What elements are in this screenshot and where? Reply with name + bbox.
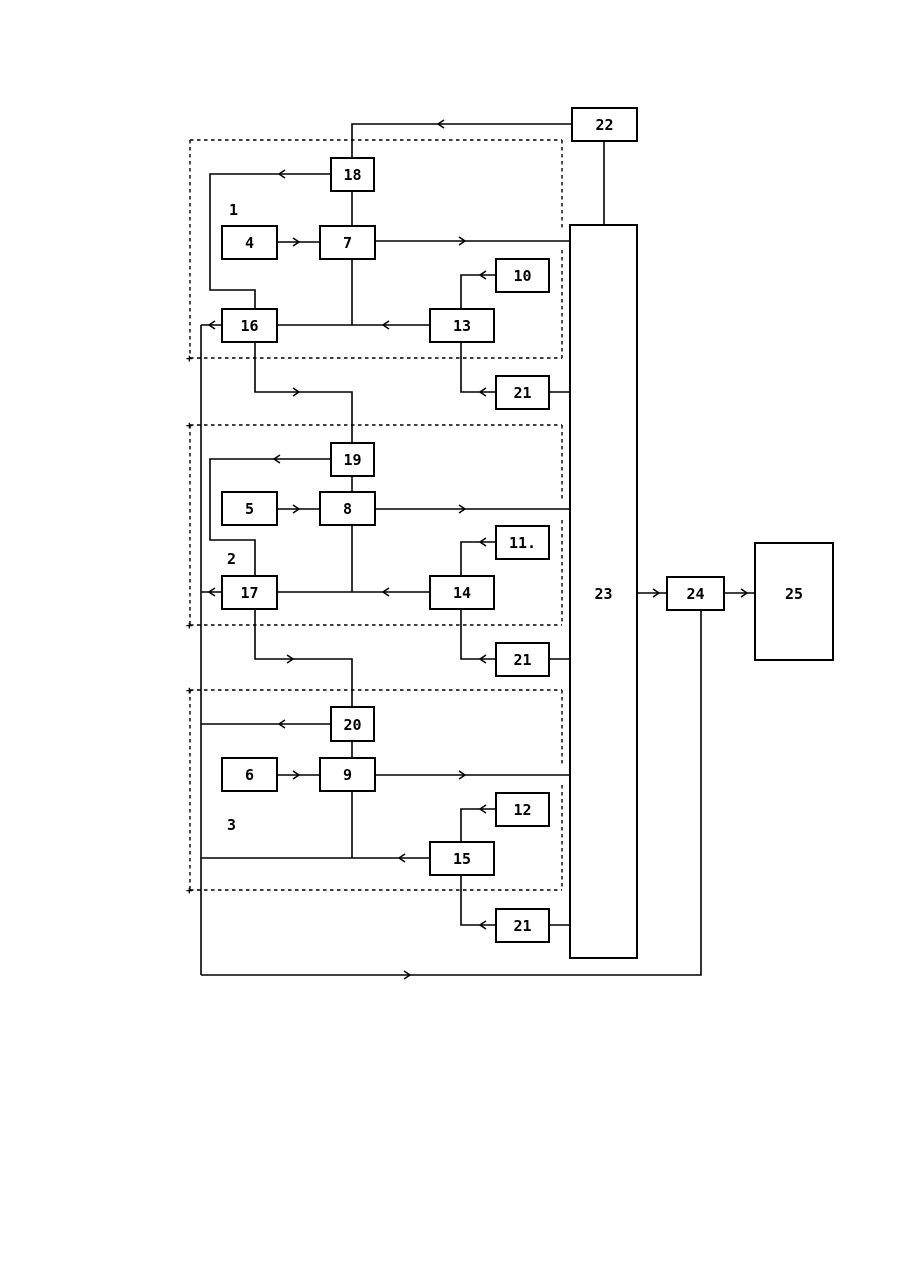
block-18: 18 — [331, 158, 374, 191]
svg-text:5: 5 — [245, 500, 254, 518]
svg-text:23: 23 — [594, 585, 612, 603]
group-label-2: 2 — [227, 550, 236, 568]
svg-text:21: 21 — [513, 917, 531, 935]
svg-text:6: 6 — [245, 766, 254, 784]
plus-marker: + — [186, 419, 193, 432]
blocks: 22 18 4 7 10 16 13 21 — [222, 108, 833, 958]
svg-text:21: 21 — [513, 384, 531, 402]
block-11: 11. — [496, 526, 549, 559]
svg-text:11.: 11. — [509, 534, 536, 552]
svg-text:17: 17 — [240, 584, 258, 602]
block-17: 17 — [222, 576, 277, 609]
svg-text:9: 9 — [343, 766, 352, 784]
block-14: 14 — [430, 576, 494, 609]
block-13: 13 — [430, 309, 494, 342]
svg-text:7: 7 — [343, 234, 352, 252]
block-24: 24 — [667, 577, 724, 610]
group-label-1: 1 — [229, 201, 238, 219]
svg-text:12: 12 — [513, 801, 531, 819]
block-19: 19 — [331, 443, 374, 476]
plus-marker: + — [186, 352, 193, 365]
block-9: 9 — [320, 758, 375, 791]
block-5: 5 — [222, 492, 277, 525]
svg-text:25: 25 — [785, 585, 803, 603]
block-21-top: 21 — [496, 376, 549, 409]
block-15: 15 — [430, 842, 494, 875]
block-25: 25 — [755, 543, 833, 660]
plus-marker: + — [186, 619, 193, 632]
svg-text:18: 18 — [343, 166, 361, 184]
block-12: 12 — [496, 793, 549, 826]
svg-text:21: 21 — [513, 651, 531, 669]
plus-marker: + — [186, 684, 193, 697]
plus-marker: + — [186, 884, 193, 897]
svg-text:8: 8 — [343, 500, 352, 518]
block-23: 23 — [570, 225, 637, 958]
block-22: 22 — [572, 108, 637, 141]
svg-text:24: 24 — [686, 585, 704, 603]
svg-text:4: 4 — [245, 234, 254, 252]
block-7: 7 — [320, 226, 375, 259]
block-4: 4 — [222, 226, 277, 259]
block-16: 16 — [222, 309, 277, 342]
block-21-middle: 21 — [496, 643, 549, 676]
block-8: 8 — [320, 492, 375, 525]
svg-text:10: 10 — [513, 267, 531, 285]
block-6: 6 — [222, 758, 277, 791]
svg-text:13: 13 — [453, 317, 471, 335]
svg-text:15: 15 — [453, 850, 471, 868]
svg-text:19: 19 — [343, 451, 361, 469]
svg-text:14: 14 — [453, 584, 471, 602]
block-20: 20 — [331, 707, 374, 741]
svg-text:16: 16 — [240, 317, 258, 335]
svg-text:22: 22 — [595, 116, 613, 134]
svg-text:20: 20 — [343, 716, 361, 734]
block-10: 10 — [496, 259, 549, 292]
group-label-3: 3 — [227, 816, 236, 834]
block-21-bottom: 21 — [496, 909, 549, 942]
